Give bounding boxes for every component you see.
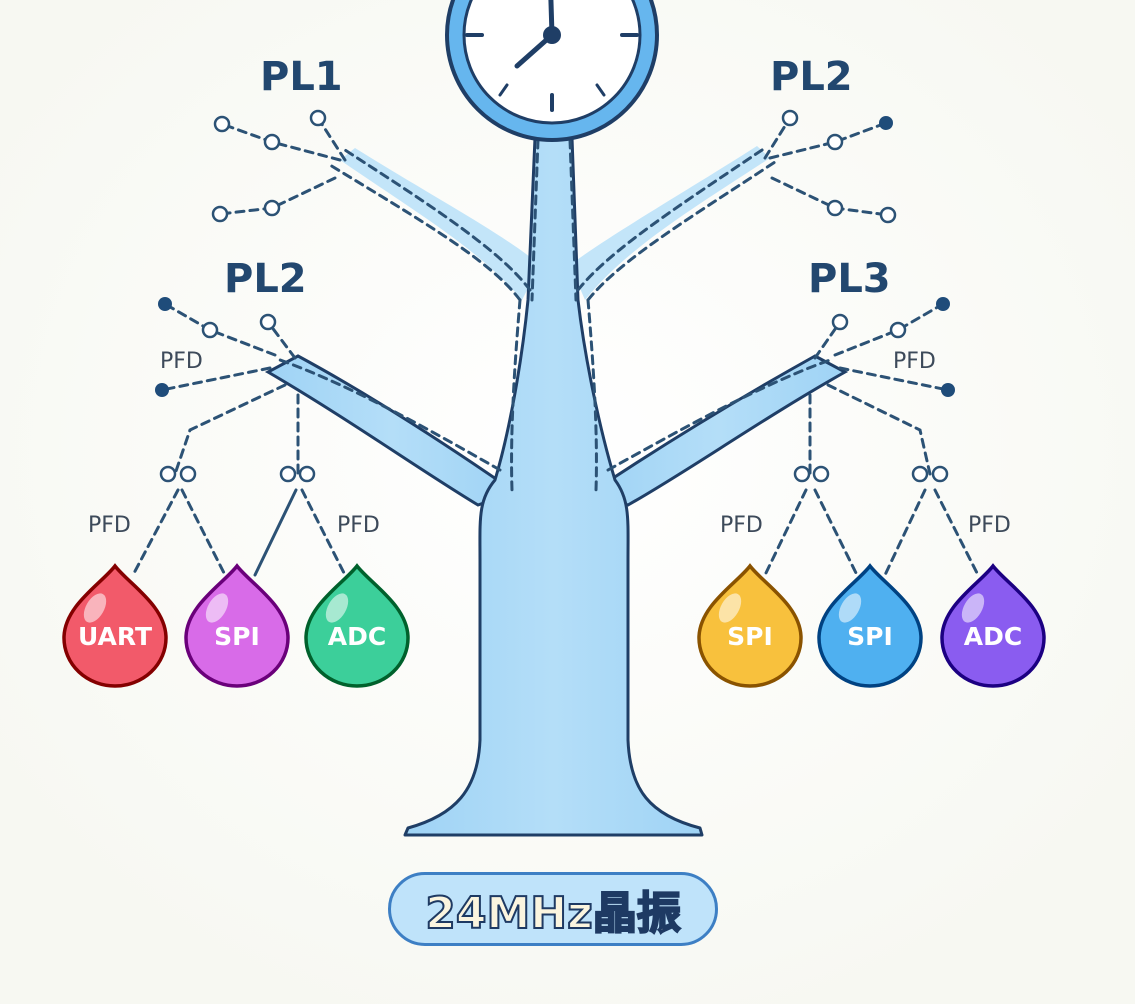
pll-top-left-wires <box>211 109 347 223</box>
drop-highlight <box>838 593 862 623</box>
drop-body <box>940 563 1046 688</box>
drop-body <box>817 563 923 688</box>
peripheral-drop-uart: UART <box>62 563 168 688</box>
pll-label-top-right: PL2 <box>770 54 853 100</box>
drop-label: ADC <box>964 622 1022 651</box>
peripheral-drops: UART SPI ADC SPI SPI ADC <box>62 563 1046 688</box>
drop-body <box>697 563 803 688</box>
drop-highlight <box>205 593 229 623</box>
drop-label: SPI <box>847 622 893 651</box>
clock-icon <box>445 0 659 142</box>
tree-trunk <box>403 136 704 837</box>
drop-body <box>184 563 290 688</box>
pll-label-mid-right: PL3 <box>808 256 891 302</box>
branch-dash-lines <box>278 138 832 492</box>
peripheral-drop-adc: ADC <box>304 563 410 688</box>
drop-body <box>62 563 168 688</box>
drop-highlight <box>961 593 985 623</box>
pll-label-top-left: PL1 <box>260 54 343 100</box>
drop-highlight <box>718 593 742 623</box>
pll-top-right-wires <box>763 109 897 224</box>
peripheral-drop-spi: SPI <box>817 563 923 688</box>
pfd-label-left-inner: PFD <box>337 513 380 538</box>
drop-label: SPI <box>214 622 260 651</box>
branch-upper-left <box>340 148 540 300</box>
drop-highlight <box>325 593 349 623</box>
pll-mid-left-wires <box>155 297 300 476</box>
drop-highlight <box>83 593 107 623</box>
pfd-label-right-branch: PFD <box>893 349 936 374</box>
pfd-label-right-outer: PFD <box>968 513 1011 538</box>
drop-label: UART <box>78 622 152 651</box>
peripheral-drop-adc: ADC <box>940 563 1046 688</box>
pfd-label-right-inner: PFD <box>720 513 763 538</box>
peripheral-drop-spi: SPI <box>697 563 803 688</box>
branch-lower-left <box>264 354 519 507</box>
drop-label: SPI <box>727 622 773 651</box>
drop-label: ADC <box>328 622 386 651</box>
tree-body <box>264 136 849 837</box>
peripheral-drop-spi: SPI <box>184 563 290 688</box>
branch-upper-right <box>570 146 770 300</box>
pfd-connectors <box>131 465 980 577</box>
pll-label-mid-left: PL2 <box>224 256 307 302</box>
pfd-label-left-outer: PFD <box>88 513 131 538</box>
drop-body <box>304 563 410 688</box>
pfd-label-left-branch: PFD <box>160 349 203 374</box>
crystal-caption: 24MHz晶振 <box>388 872 718 946</box>
pll-mid-right-wires <box>808 297 955 476</box>
